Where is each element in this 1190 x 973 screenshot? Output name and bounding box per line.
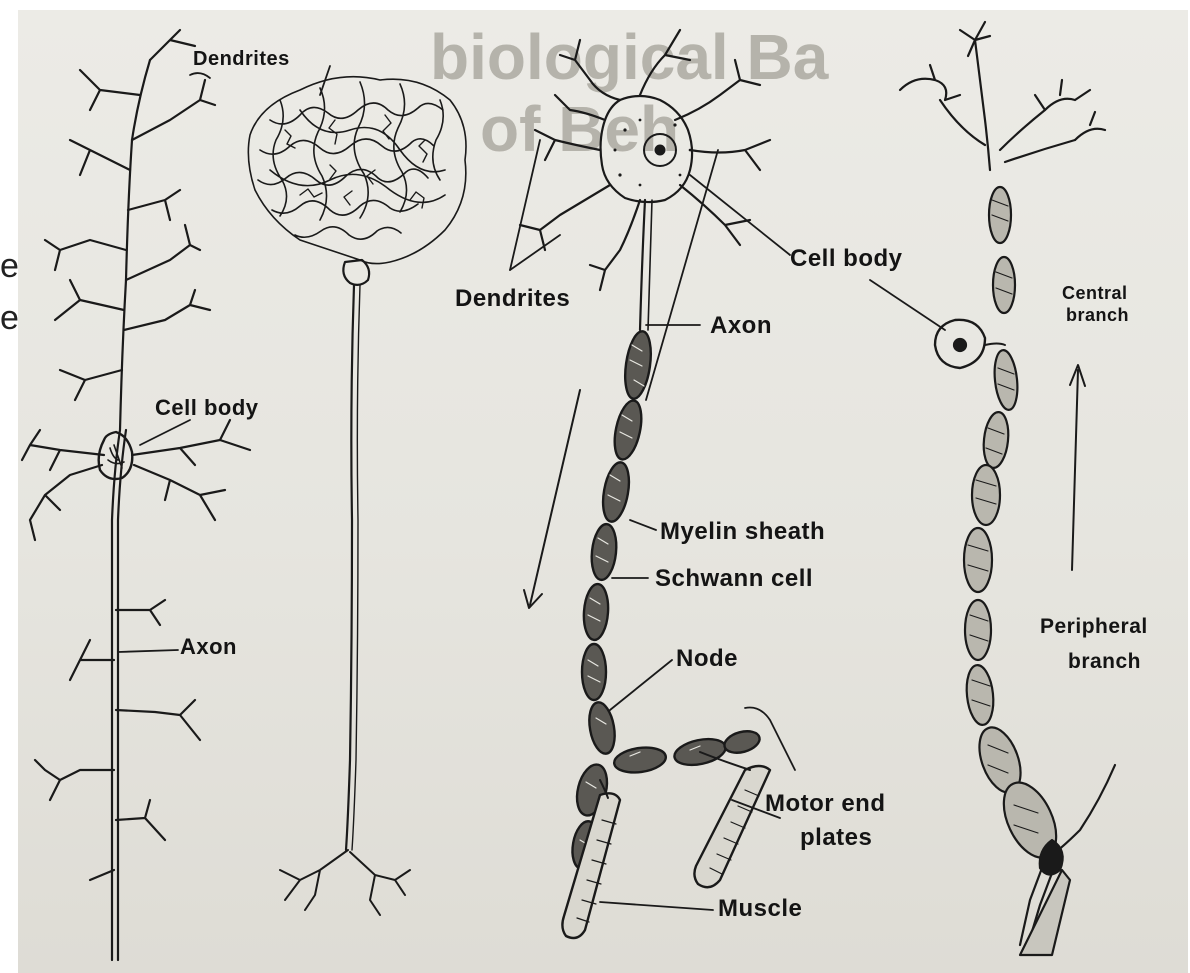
label-peripheral-branch: Peripheral (1040, 615, 1148, 639)
label-schwann-cell: Schwann cell (655, 565, 813, 593)
label-plates: plates (800, 824, 872, 852)
label-axon-mid: Axon (710, 312, 772, 340)
label-axon-left: Axon (180, 634, 237, 660)
label-central-branch: Central (1062, 283, 1128, 304)
direction-arrow-shaft (530, 390, 580, 605)
label-peripheral-branch: branch (1068, 650, 1141, 674)
pyramidal-neuron (22, 30, 250, 960)
leader-lines (118, 66, 945, 910)
label-myelin-sheath: Myelin sheath (660, 518, 825, 546)
label-dendrites-mid: Dendrites (455, 285, 570, 313)
label-dendrites-top: Dendrites (193, 48, 290, 71)
purkinje-neuron (248, 77, 466, 915)
label-central-branch: branch (1066, 305, 1129, 326)
label-muscle: Muscle (718, 895, 802, 923)
label-cell-body-mid: Cell body (790, 245, 903, 273)
central-arrow-shaft (1072, 370, 1078, 570)
label-cell-body-left: Cell body (155, 395, 259, 421)
myelin-sheath-chain (569, 330, 762, 871)
label-motor-end: Motor end (765, 790, 885, 818)
peripheral-myelin-chain (964, 187, 1067, 866)
label-node: Node (676, 645, 738, 673)
